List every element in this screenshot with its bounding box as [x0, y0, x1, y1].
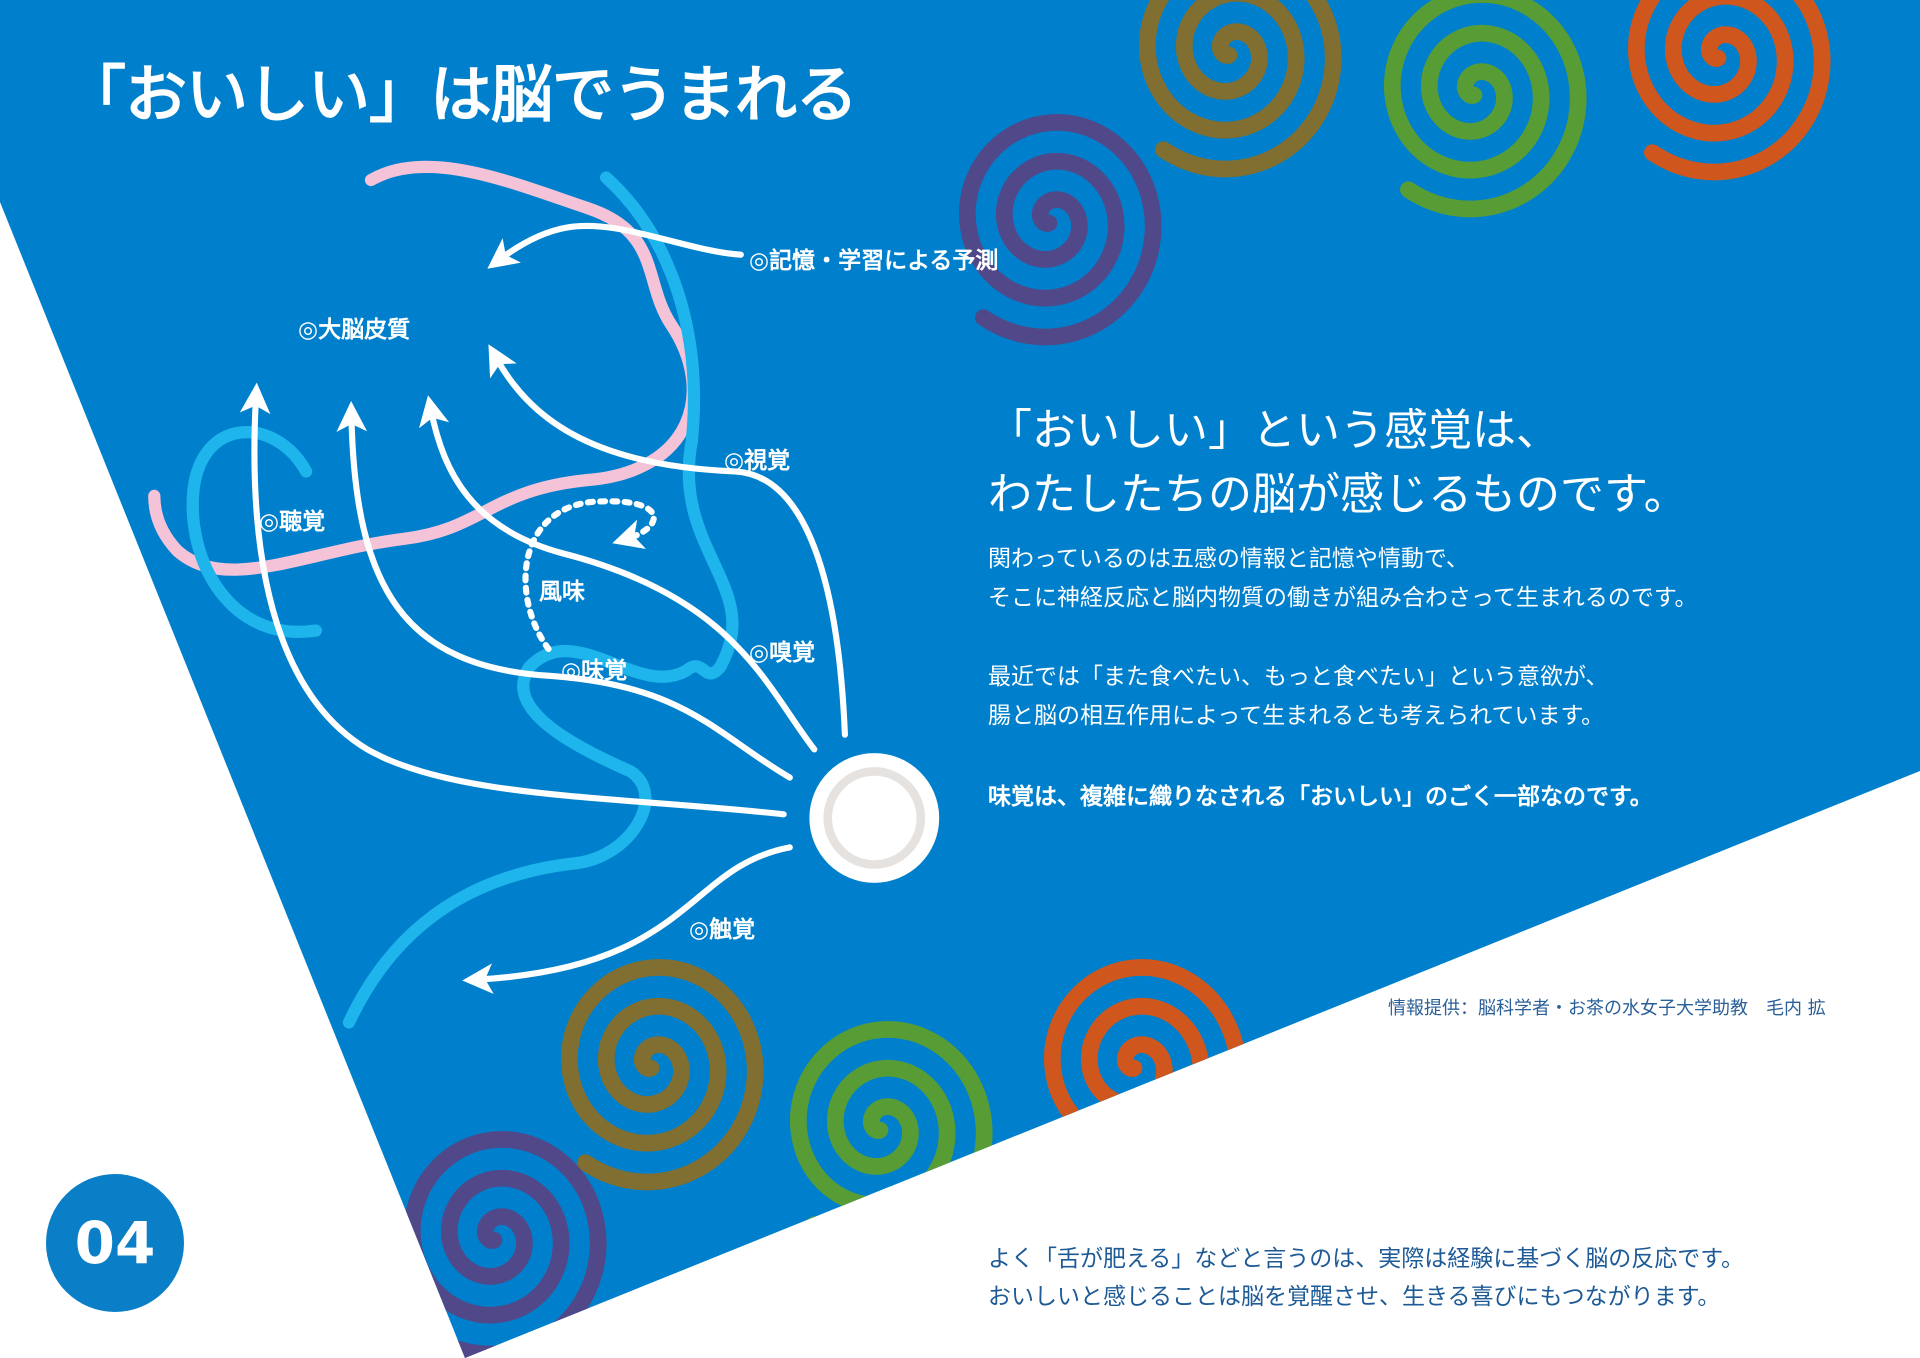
- headline-line-1: 「おいしい」という感覚は、: [988, 405, 1560, 456]
- spiral-brown: [560, 959, 764, 1191]
- label-memory: ◎記憶・学習による予測: [749, 248, 999, 274]
- spiral-brown: [1138, 0, 1342, 178]
- paragraph-1-line-1: 関わっているのは五感の情報と記憶や情動で、: [988, 546, 1469, 572]
- arrow-touch: [462, 844, 793, 995]
- spiral-orange: [1627, 0, 1831, 181]
- paragraph-2-line-2: 腸と脳の相互作用によって生まれるとも考えられています。: [988, 703, 1605, 729]
- credit-text: 情報提供：脳科学者・お茶の水女子大学助教 毛内 拡: [1388, 998, 1826, 1019]
- arrow-flavor-dotted: [522, 498, 657, 653]
- label-touch: ◎触覚: [689, 917, 756, 943]
- label-cortex: ◎大脳皮質: [298, 317, 411, 343]
- label-taste: ◎味覚: [561, 658, 628, 684]
- light-blue-loop-line: [186, 426, 323, 638]
- arrow-memory: [487, 222, 744, 269]
- spiral-purple: [403, 1131, 607, 1358]
- spiral-green: [789, 1021, 993, 1253]
- bottom-text-line-2: おいしいと感じることは脳を覚醒させ、生きる喜びにもつながります。: [988, 1284, 1721, 1310]
- label-vision: ◎視覚: [724, 448, 791, 474]
- label-flavor: 風味: [539, 579, 585, 605]
- paragraph-1-line-2: そこに神経反応と脳内物質の働きが組み合わさって生まれるのです。: [988, 585, 1698, 611]
- arrow-hearing: [239, 382, 787, 818]
- label-hearing: ◎聴覚: [259, 509, 326, 535]
- arrow-vision: [488, 344, 848, 738]
- paragraph-2-line-1: 最近では「また食べたい、もっと食べたい」という意欲が、: [988, 664, 1609, 690]
- bottom-text-line-1: よく「舌が肥える」などと言うのは、実際は経験に基づく脳の反応です。: [988, 1246, 1745, 1272]
- label-smell: ◎嗅覚: [749, 640, 816, 666]
- pink-nerve-line: [148, 160, 699, 576]
- brain-diagram: [148, 160, 940, 1029]
- spiral-purple: [958, 114, 1162, 346]
- emphasis-text: 味覚は、複雑に織りなされる「おいしい」のごく一部なのです。: [988, 784, 1653, 810]
- arrow-taste: [336, 401, 793, 781]
- arrow-smell: [419, 395, 818, 753]
- spiral-green: [1383, 0, 1587, 218]
- headline-line-2: わたしたちの脳が感じるものです。: [988, 469, 1688, 520]
- spiral-decorations: [403, 0, 1831, 1358]
- page-number-badge: 04: [46, 1174, 184, 1312]
- spiral-orange: [1043, 959, 1247, 1191]
- light-blue-nerve-line: [342, 171, 739, 1029]
- page-title: 「おいしい」は脳でうまれる: [64, 58, 858, 131]
- tongue-circle-ring: [823, 767, 926, 869]
